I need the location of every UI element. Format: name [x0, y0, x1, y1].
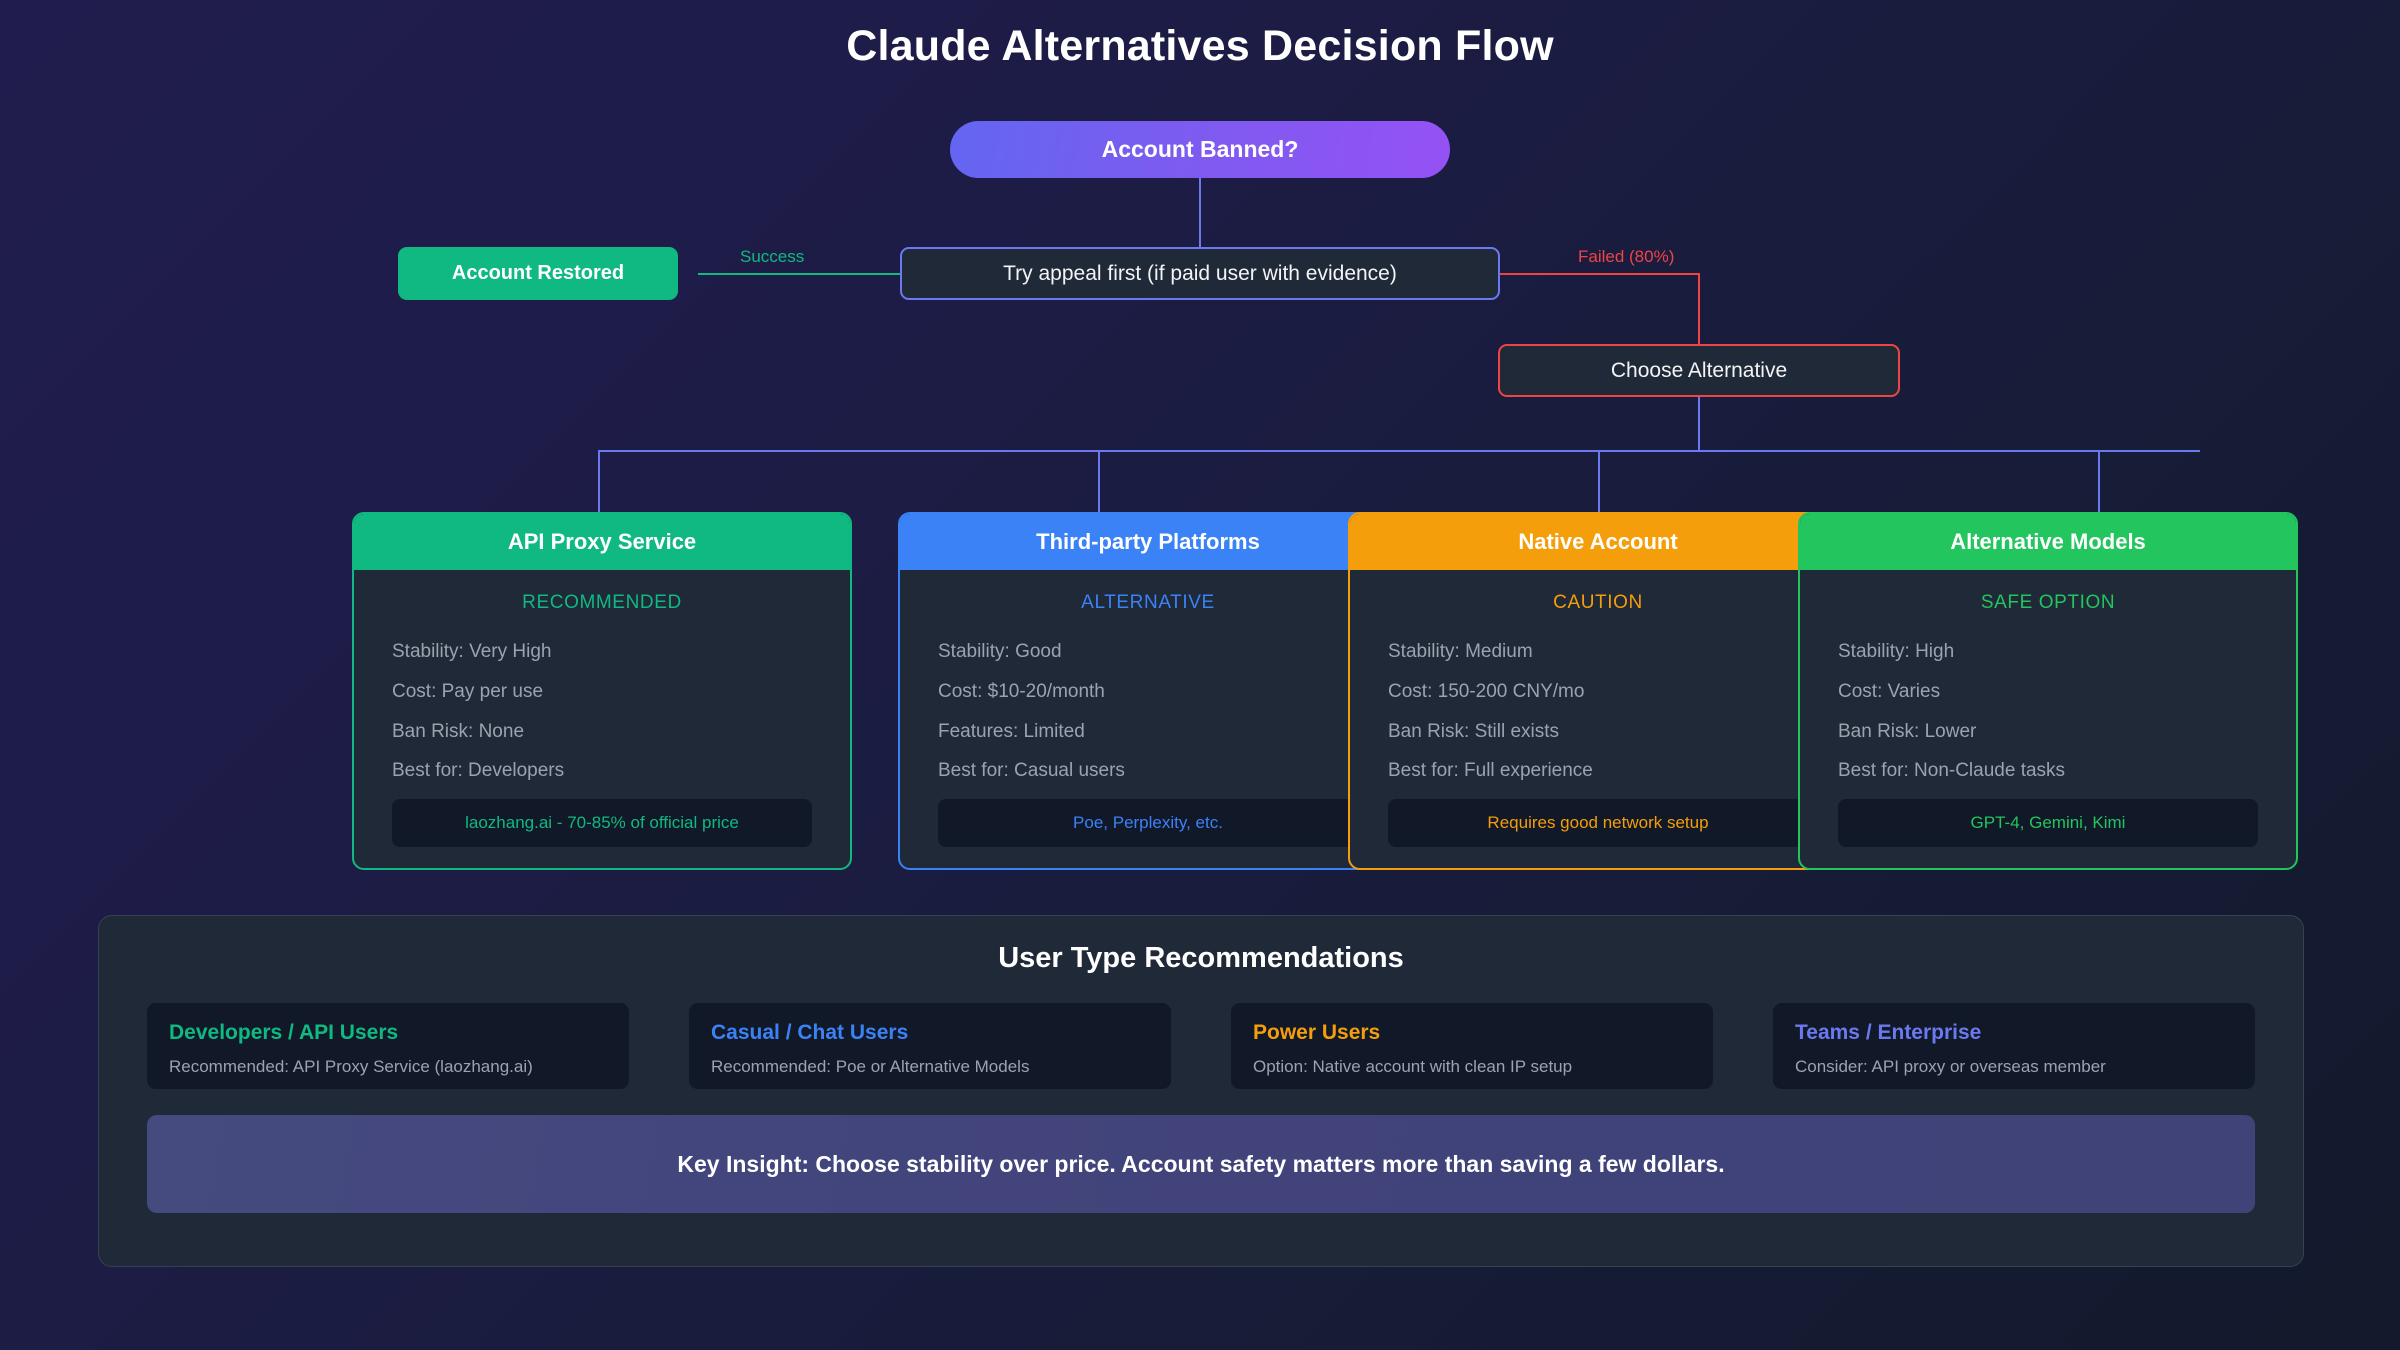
- option-card-note: laozhang.ai - 70-85% of official price: [392, 799, 812, 847]
- user-type-row: Developers / API Users Recommended: API …: [147, 1003, 2255, 1089]
- option-spec: Best for: Full experience: [1388, 760, 1593, 782]
- option-card-note: Poe, Perplexity, etc.: [938, 799, 1358, 847]
- user-type-desc: Option: Native account with clean IP set…: [1253, 1057, 1573, 1076]
- option-spec: Cost: 150-200 CNY/mo: [1388, 680, 1585, 702]
- node-account-restored-label: Account Restored: [451, 262, 625, 284]
- option-spec: Stability: High: [1838, 641, 1955, 662]
- option-card-body: CAUTION Stability: Medium Cost: 150-200 …: [1350, 570, 1846, 868]
- option-card-native-account[interactable]: Native Account CAUTION Stability: Medium…: [1348, 512, 1848, 870]
- option-card-tag: CAUTION: [1553, 592, 1643, 613]
- option-card-header: Alternative Models: [1800, 514, 2296, 570]
- node-account-banned-label: Account Banned?: [1101, 136, 1299, 162]
- option-spec: Best for: Casual users: [938, 760, 1125, 782]
- option-spec: Features: Limited: [938, 720, 1085, 742]
- connector-root-to-appeal: [1199, 178, 1201, 247]
- option-spec: Stability: Medium: [1388, 641, 1533, 662]
- user-type-title: Developers / API Users: [169, 1021, 399, 1044]
- option-card-tag: SAFE OPTION: [1980, 592, 2116, 613]
- option-spec: Best for: Developers: [392, 760, 565, 782]
- option-spec: Ban Risk: Still exists: [1388, 720, 1560, 742]
- connector-appeal-failed-horizontal: [1500, 273, 1700, 275]
- node-account-restored[interactable]: Account Restored: [398, 247, 678, 300]
- connector-appeal-to-restored: [698, 273, 900, 275]
- user-type-card-teams-enterprise[interactable]: Teams / Enterprise Consider: API proxy o…: [1773, 1003, 2255, 1089]
- option-card-note: GPT-4, Gemini, Kimi: [1838, 799, 2258, 847]
- node-try-appeal-label: Try appeal first (if paid user with evid…: [1003, 261, 1397, 285]
- option-card-third-party-platforms[interactable]: Third-party Platforms ALTERNATIVE Stabil…: [898, 512, 1398, 870]
- decision-flow-diagram: Account Banned? Account Restored Success…: [352, 121, 2298, 870]
- node-choose-alternative[interactable]: Choose Alternative: [1498, 344, 1900, 397]
- edge-label-failed: Failed (80%): [1578, 247, 1675, 266]
- connector-options-bus: [598, 450, 2200, 452]
- connector-drop-option-1: [1098, 450, 1100, 512]
- option-spec: Stability: Good: [938, 641, 1062, 662]
- option-card-tag: ALTERNATIVE: [1081, 592, 1215, 613]
- connector-drop-option-3: [2098, 450, 2100, 512]
- connector-choose-stem: [1698, 397, 1700, 451]
- node-account-banned[interactable]: Account Banned?: [950, 121, 1450, 178]
- option-card-body: SAFE OPTION Stability: High Cost: Varies…: [1800, 570, 2296, 868]
- option-spec: Cost: Varies: [1838, 680, 1941, 702]
- option-card-body: RECOMMENDED Stability: Very High Cost: P…: [354, 570, 850, 868]
- edge-label-success: Success: [740, 247, 805, 266]
- node-choose-alternative-label: Choose Alternative: [1610, 358, 1788, 382]
- option-spec: Ban Risk: Lower: [1838, 720, 1977, 742]
- option-spec: Ban Risk: None: [392, 720, 525, 742]
- option-card-note: Requires good network setup: [1388, 799, 1808, 847]
- option-spec: Stability: Very High: [392, 641, 552, 662]
- page-title: Claude Alternatives Decision Flow: [846, 22, 1554, 70]
- connector-drop-option-2: [1598, 450, 1600, 512]
- option-card-tag: RECOMMENDED: [522, 592, 682, 613]
- option-card-body: ALTERNATIVE Stability: Good Cost: $10-20…: [900, 570, 1396, 868]
- connector-drop-option-0: [598, 450, 600, 512]
- key-insight-banner: Key Insight: Choose stability over price…: [147, 1115, 2255, 1213]
- user-type-desc: Recommended: Poe or Alternative Models: [711, 1057, 1030, 1076]
- option-card-alternative-models[interactable]: Alternative Models SAFE OPTION Stability…: [1798, 512, 2298, 870]
- option-spec: Cost: Pay per use: [392, 680, 544, 702]
- user-type-desc: Recommended: API Proxy Service (laozhang…: [169, 1057, 533, 1076]
- option-card-api-proxy-service[interactable]: API Proxy Service RECOMMENDED Stability:…: [352, 512, 852, 870]
- user-type-card-power-users[interactable]: Power Users Option: Native account with …: [1231, 1003, 1713, 1089]
- recommendations-title: User Type Recommendations: [998, 942, 1404, 974]
- option-card-header: Native Account: [1350, 514, 1846, 570]
- option-spec: Best for: Non-Claude tasks: [1838, 760, 2066, 782]
- user-type-title: Casual / Chat Users: [711, 1021, 909, 1044]
- node-try-appeal[interactable]: Try appeal first (if paid user with evid…: [900, 247, 1500, 300]
- user-type-card-casual[interactable]: Casual / Chat Users Recommended: Poe or …: [689, 1003, 1171, 1089]
- user-type-desc: Consider: API proxy or overseas member: [1795, 1057, 2106, 1076]
- user-type-recommendations-panel: User Type Recommendations Developers / A…: [98, 915, 2304, 1267]
- option-spec: Cost: $10-20/month: [938, 680, 1105, 702]
- option-card-header: Third-party Platforms: [900, 514, 1396, 570]
- user-type-card-developers[interactable]: Developers / API Users Recommended: API …: [147, 1003, 629, 1089]
- user-type-title: Power Users: [1253, 1021, 1381, 1044]
- option-card-header: API Proxy Service: [354, 514, 850, 570]
- user-type-title: Teams / Enterprise: [1795, 1021, 1982, 1044]
- connector-appeal-failed-vertical: [1698, 273, 1700, 344]
